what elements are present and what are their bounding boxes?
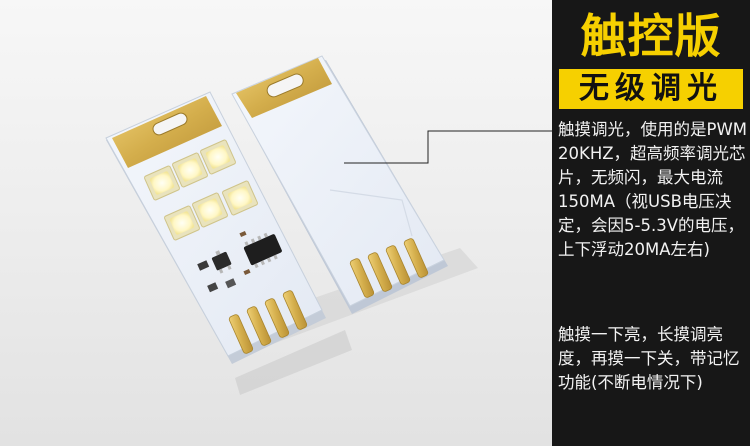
rear-board bbox=[231, 55, 448, 314]
led bbox=[200, 139, 236, 175]
transistor bbox=[211, 250, 232, 274]
led bbox=[192, 192, 228, 228]
callout-line bbox=[344, 130, 552, 164]
product-photo bbox=[105, 55, 478, 395]
led bbox=[144, 165, 180, 201]
front-usb-contacts bbox=[228, 290, 308, 354]
smd-components bbox=[197, 230, 251, 293]
front-mount-slot bbox=[152, 112, 188, 136]
product-title: 触控版 bbox=[580, 9, 722, 63]
control-chip bbox=[243, 232, 282, 269]
led bbox=[172, 152, 208, 188]
led bbox=[222, 180, 258, 216]
rear-mount-slot bbox=[266, 73, 304, 98]
product-subtitle-badge: 无级调光 bbox=[559, 69, 743, 109]
front-board bbox=[105, 91, 326, 364]
rear-trace bbox=[329, 189, 413, 237]
led-array bbox=[144, 139, 258, 241]
rear-usb-contacts bbox=[349, 238, 429, 298]
led bbox=[164, 205, 200, 241]
front-board-shadow bbox=[235, 330, 352, 395]
feature-description: 触摸调光，使用的是PWM 20KHZ，超高频率调光芯片，无频闪，最大电流150M… bbox=[558, 120, 748, 259]
usage-description: 触摸一下亮，长摸调亮度，再摸一下关，带记忆功能(不断电情况下) bbox=[558, 325, 740, 392]
